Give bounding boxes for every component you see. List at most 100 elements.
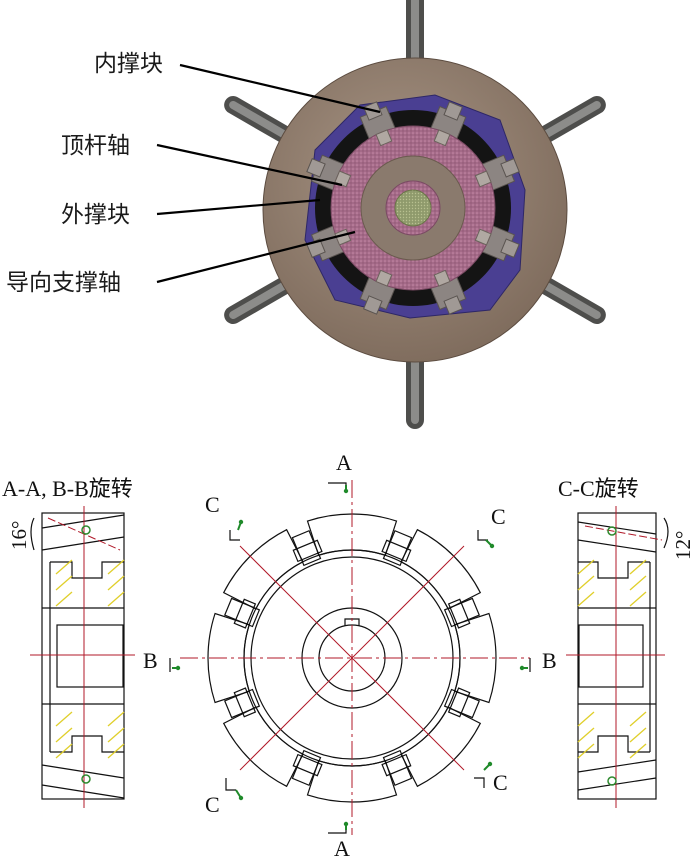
section-arrow-head [489,543,495,549]
lug-cap [447,687,471,718]
right-bore [578,624,644,688]
section-arrow-head [238,519,244,525]
left-angle-label: 16° [7,521,31,550]
right-angle-arc [663,517,669,549]
label-guide-support-shaft: 导向支撑轴 [6,270,121,296]
mark-b-left: B [143,648,158,673]
leader-inner-block [179,63,381,114]
mark-a-top: A [336,450,352,475]
section-arrow-head [487,761,493,767]
right-cavity-upper [578,561,650,579]
section-arrows [169,482,531,834]
outer-support-block [443,295,463,315]
block-lug [443,597,481,629]
hatch-line [107,559,125,575]
mark-c-bottom-left: C [205,792,220,817]
right-slot-line [577,777,657,791]
hatch-line [55,727,73,743]
block-lug [291,749,323,787]
right-section-outline [577,512,657,800]
section-marker [328,828,347,834]
left-section-title: A-A, B-B旋转 [2,476,133,501]
section-arrow-head [238,795,244,801]
lug-cap [233,598,257,629]
leader-guide-shaft [156,230,356,284]
hatch-line [577,591,595,607]
push-rod-pin [474,228,492,246]
diagonal-center-line [239,545,465,771]
support-rod-highlight [540,101,601,139]
section-marker [229,530,240,541]
lug-cap [292,753,323,777]
block-lugs [223,529,481,787]
label-outer-block: 外撑块 [61,202,130,228]
right-slot-line [577,539,657,553]
block-lug [291,529,323,567]
support-rod-highlight [229,101,290,139]
lug-cap [381,753,412,777]
hatch-line [629,575,647,591]
outer-support-block [306,158,326,178]
hatch-line [107,727,125,743]
block-lug [381,749,413,787]
push-rod-pin [375,269,393,287]
right-section-hatching [577,559,647,759]
hatch-line [55,743,73,759]
support-rods [224,0,606,429]
left-section-outline [41,512,125,800]
section-c-view: C-C旋转 12° [558,476,695,808]
outer-support-block [363,295,383,315]
mark-c-bottom-right: C [493,770,508,795]
block-lug [443,687,481,719]
hatch-line [577,711,595,727]
right-angled-axis [584,525,663,541]
push-rod-pin [433,129,451,147]
left-cavity-upper [50,561,124,579]
lug-cap [233,687,257,718]
left-cavity-lower [50,735,124,753]
section-a-b-view: A-A, B-B旋转 16° [2,476,135,808]
lug-body [223,597,261,628]
lug-body [223,688,261,719]
push-rod-pin [433,269,451,287]
left-slot-line [41,514,125,529]
section-arrow-head [175,665,181,671]
block-lug [223,597,261,629]
section-marker [477,530,488,541]
right-slot-line [577,521,657,535]
hatch-line [629,727,647,743]
block-lug [223,687,261,719]
push-rod-pin [474,170,492,188]
push-rod-pin [375,129,393,147]
hatch-line [577,743,595,759]
left-hole-mark [81,525,91,535]
center-hub [394,189,432,227]
hatch-line [107,591,125,607]
label-push-rod-shaft: 顶杆轴 [61,133,130,159]
mark-b-right: B [542,648,557,673]
lug-cap [292,539,323,563]
lug-body [443,688,481,719]
hatch-line [629,743,647,759]
left-section-hatching [55,559,125,759]
hatch-line [577,559,595,575]
right-hole-mark [607,526,617,536]
section-arrow-head [343,488,349,494]
lug-cap [381,539,412,563]
right-hole-mark [607,776,617,786]
right-cavity-lower [578,735,650,753]
lug-body [382,749,413,787]
mark-a-bottom: A [334,836,350,861]
section-marker [328,482,347,488]
left-slot-line [41,784,125,799]
section-arrow-head [519,665,525,671]
hatch-line [55,711,73,727]
left-slot-line [41,536,125,551]
lug-cap [447,598,471,629]
support-rod-highlight [540,281,601,319]
lug-body [443,597,481,628]
left-angle-arc [30,517,35,551]
leader-push-rod [156,143,343,187]
hatch-line [55,591,73,607]
